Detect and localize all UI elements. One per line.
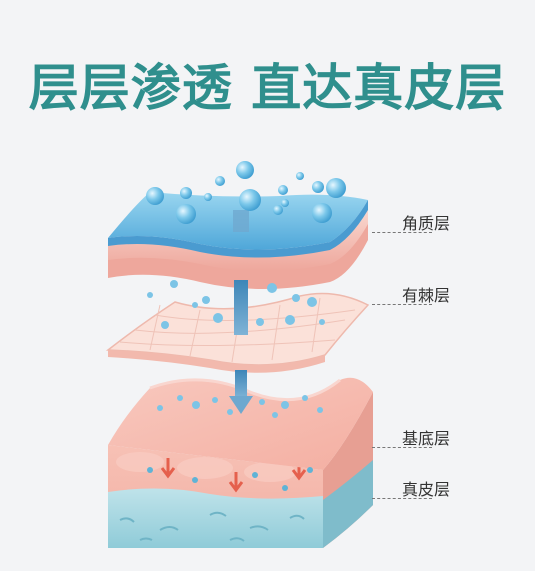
- label-stratum-corneum: 角质层: [402, 214, 451, 233]
- leader-basal-layer: [372, 447, 432, 448]
- page-title: 层层渗透 直达真皮层: [28, 59, 507, 117]
- leader-spinous-layer: [372, 304, 432, 305]
- label-basal-layer: 基底层: [402, 429, 451, 448]
- penetration-arrow: [229, 210, 253, 414]
- droplets: [146, 161, 346, 491]
- label-spinous-layer: 有棘层: [402, 286, 451, 305]
- label-dermis: 真皮层: [402, 480, 451, 499]
- leader-stratum-corneum: [372, 232, 432, 233]
- leader-dermis: [372, 498, 432, 499]
- basal-dermis-block: [108, 377, 373, 548]
